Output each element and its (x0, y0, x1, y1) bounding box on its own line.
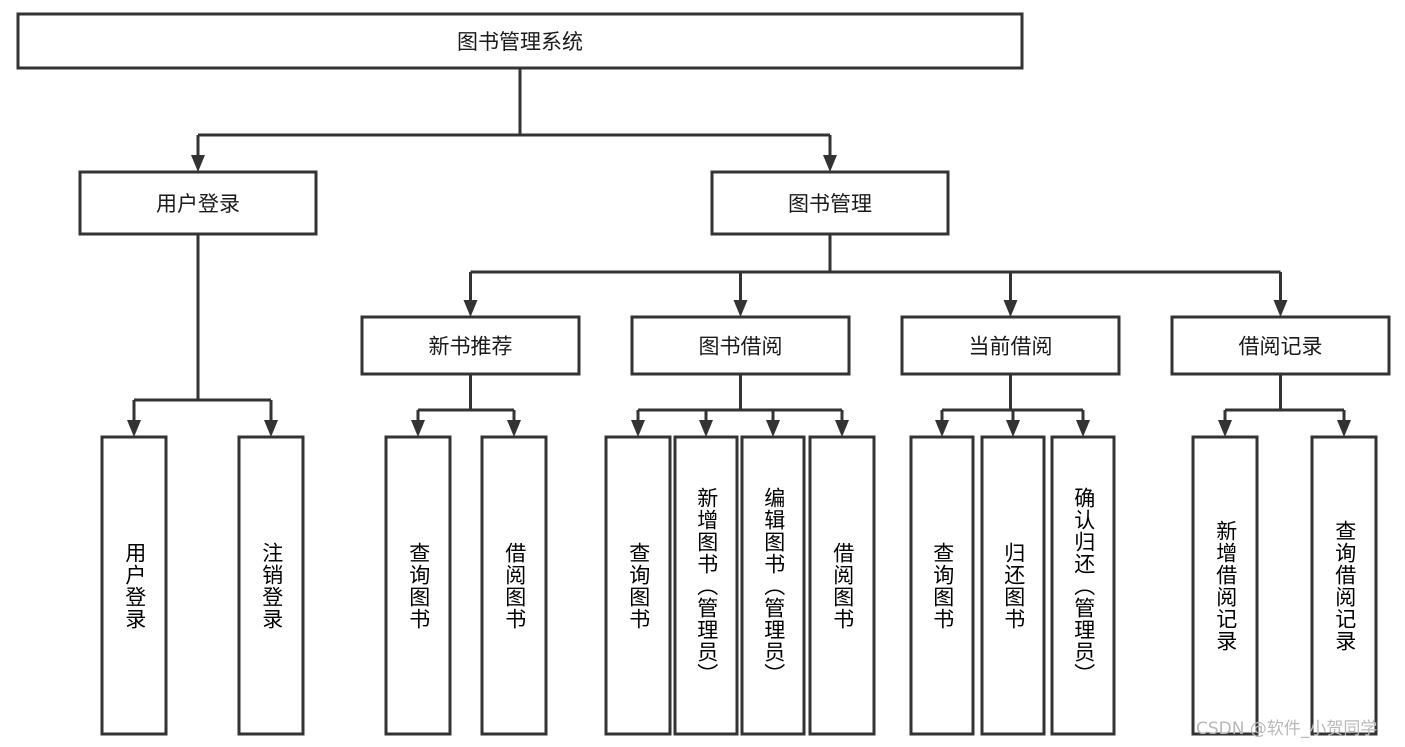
arrow-head-icon (935, 420, 949, 437)
arrow-head-icon (1273, 300, 1288, 317)
arrow-head-icon (631, 420, 645, 437)
arrow-head-icon (1003, 300, 1018, 317)
arrow-head-icon (1218, 420, 1232, 437)
node-leaf-7[interactable] (808, 435, 876, 736)
arrow-head-icon (823, 155, 837, 172)
arrow-head-icon (699, 420, 713, 437)
arrow-head-icon (411, 420, 425, 437)
node-level2-1-label: 图书管理 (788, 192, 872, 216)
node-leaf-9[interactable] (980, 435, 1046, 736)
arrow-head-icon (1076, 420, 1090, 437)
node-level3-1[interactable] (630, 315, 851, 376)
node-boxes (16, 12, 1391, 736)
arrow-head-icon (1337, 420, 1351, 437)
node-leaf-11[interactable] (1191, 435, 1259, 736)
arrow-head-icon (127, 420, 141, 437)
node-level2-0[interactable] (78, 170, 318, 236)
node-level3-3-label: 借阅记录 (1239, 335, 1323, 359)
node-level3-2-label: 当前借阅 (969, 335, 1053, 359)
node-level2-0-label: 用户登录 (156, 192, 240, 216)
arrow-head-icon (507, 420, 521, 437)
arrow-head-icon (733, 300, 748, 317)
arrow-head-icon (463, 300, 478, 317)
arrow-head-icon (835, 420, 849, 437)
node-level3-0-label: 新书推荐 (429, 335, 513, 359)
node-leaf-2[interactable] (384, 435, 452, 736)
node-level3-1-label: 图书借阅 (699, 335, 783, 359)
node-level3-3[interactable] (1170, 315, 1391, 376)
node-level3-2[interactable] (900, 315, 1121, 376)
node-leaf-8[interactable] (909, 435, 975, 736)
node-leaf-12[interactable] (1310, 435, 1378, 736)
node-leaf-4[interactable] (604, 435, 672, 736)
arrow-head-icon (766, 420, 780, 437)
csdn-watermark: CSDN @软件_小贺同学 (1196, 719, 1378, 739)
node-leaf-1[interactable] (237, 435, 305, 736)
node-leaf-0[interactable] (100, 435, 168, 736)
node-leaf-5[interactable] (673, 435, 739, 736)
node-root-label: 图书管理系统 (457, 30, 583, 54)
node-leaf-10[interactable] (1050, 435, 1116, 736)
node-level3-0[interactable] (360, 315, 581, 376)
node-level2-1[interactable] (710, 170, 950, 236)
arrow-head-icon (264, 420, 278, 437)
node-leaf-3[interactable] (480, 435, 548, 736)
arrow-head-icon (1006, 420, 1020, 437)
node-root[interactable] (16, 12, 1024, 70)
connector-lines (127, 68, 1351, 437)
arrow-head-icon (191, 155, 205, 172)
node-leaf-6[interactable] (740, 435, 806, 736)
